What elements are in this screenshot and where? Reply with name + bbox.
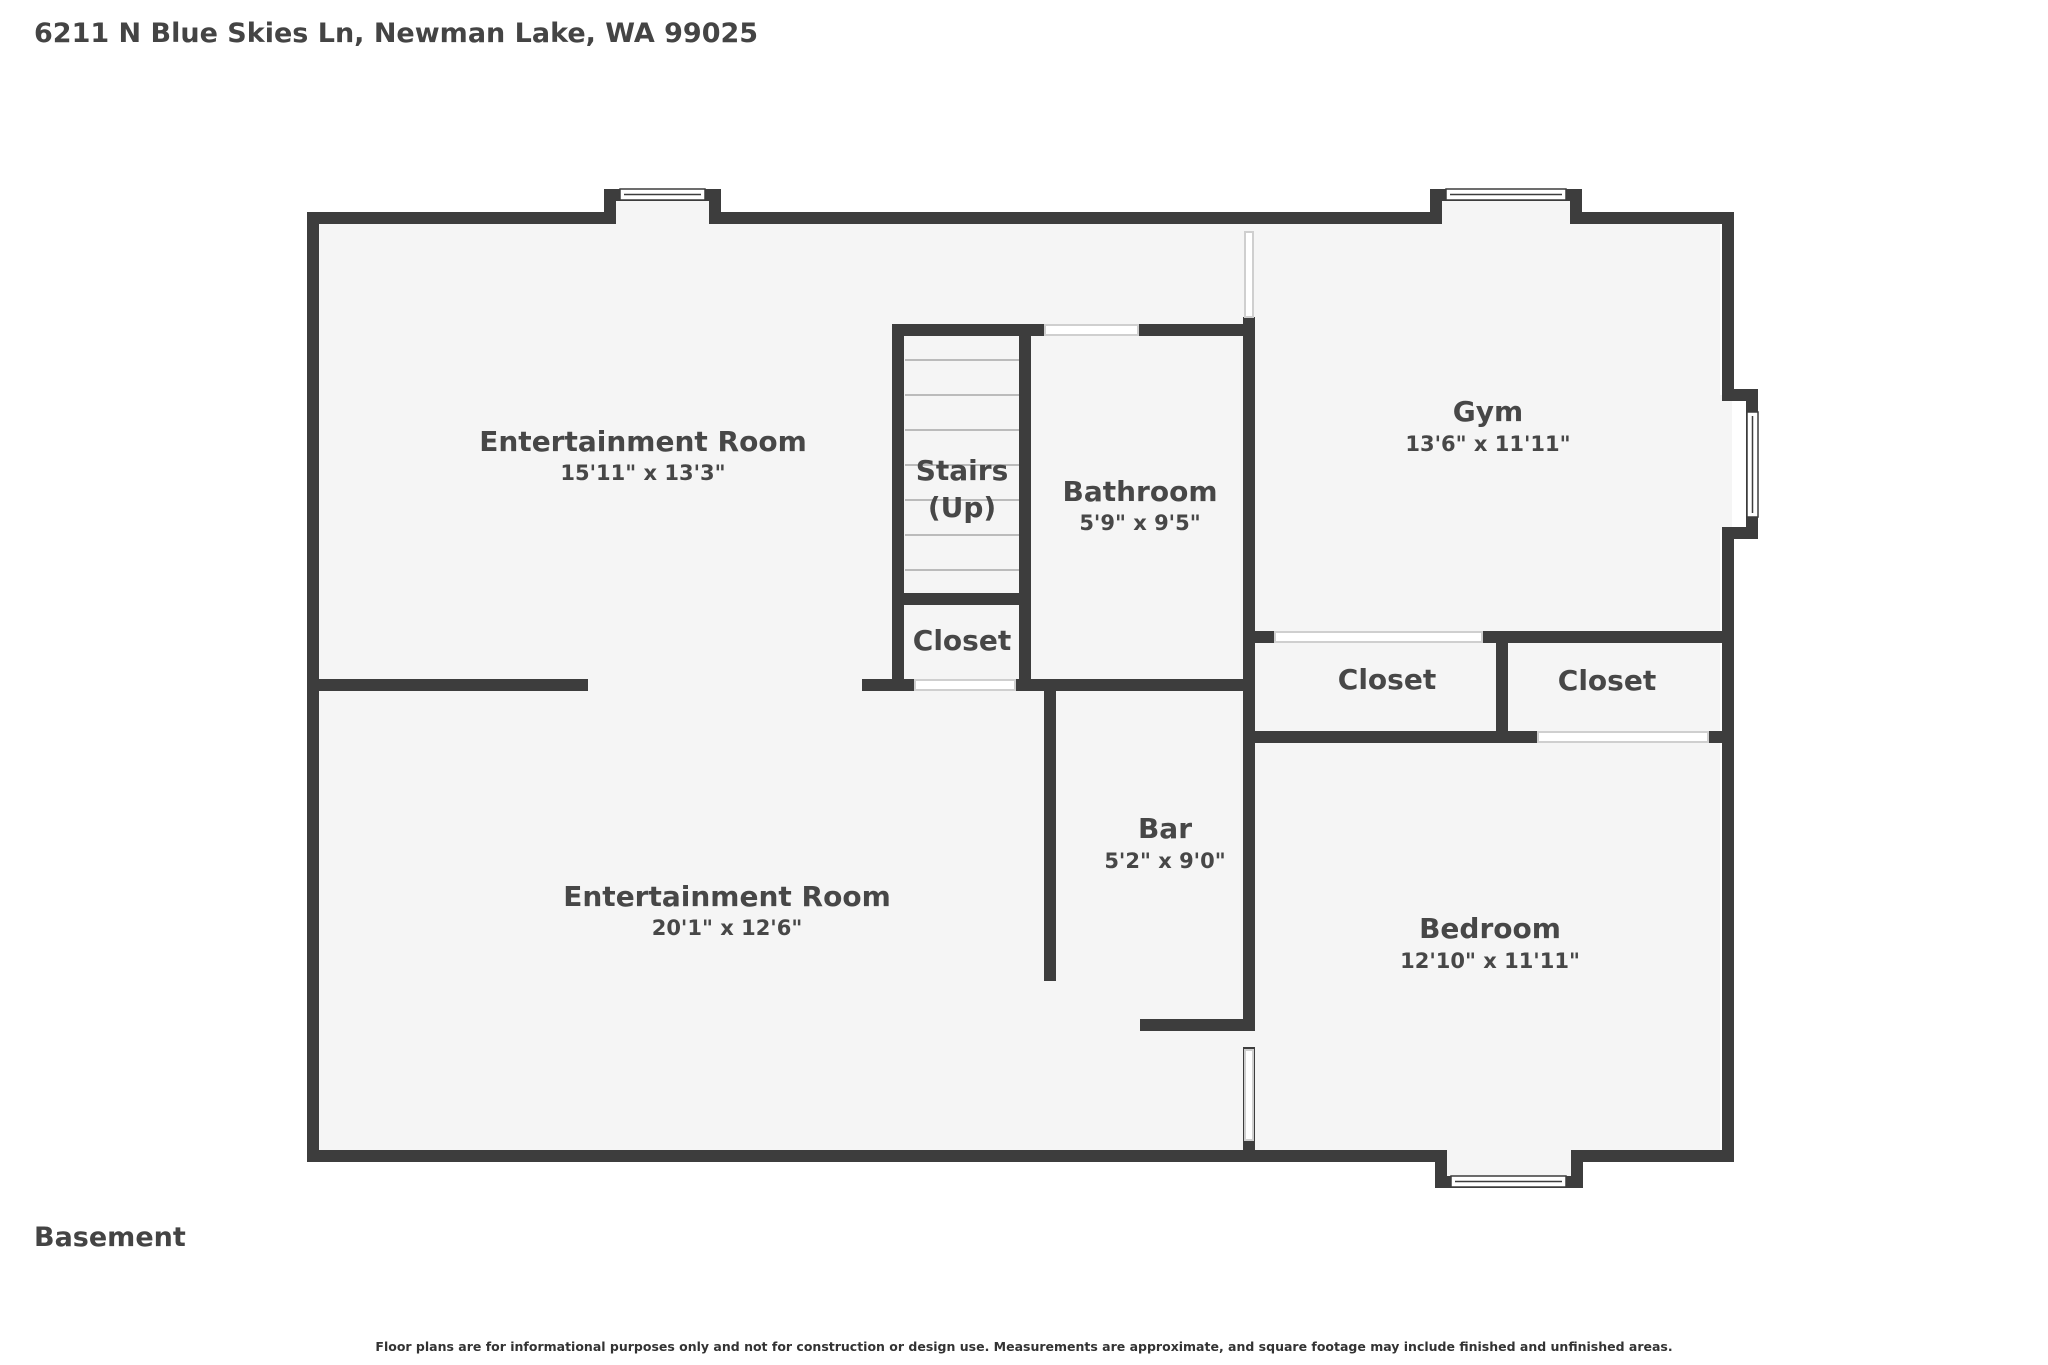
room-bathroom: Bathroom 5'9" x 9'5" (1062, 475, 1217, 535)
room-bar: Bar 5'2" x 9'0" (1104, 812, 1225, 873)
room-name: Bedroom (1419, 912, 1561, 945)
room-bedroom: Bedroom 12'10" x 11'11" (1400, 912, 1580, 973)
window-gym-right (1746, 411, 1759, 518)
room-name: Bar (1138, 812, 1192, 845)
room-name: Bathroom (1062, 475, 1217, 508)
room-dimensions: 5'9" x 9'5" (1079, 511, 1200, 535)
room-name: (Up) (928, 491, 996, 524)
room-entertainment-lower: Entertainment Room 20'1" x 12'6" (563, 880, 891, 940)
room-dimensions: 5'2" x 9'0" (1104, 849, 1225, 873)
room-entertainment-upper: Entertainment Room 15'11" x 13'3" (479, 425, 807, 485)
window-bedroom-bottom (1450, 1175, 1567, 1188)
window-gym-top (1445, 188, 1567, 201)
room-name: Closet (1338, 663, 1436, 696)
room-closet-right: Closet (1558, 664, 1656, 697)
room-name: Closet (1558, 664, 1656, 697)
floor-level-label: Basement (34, 1222, 186, 1253)
room-name: Closet (913, 624, 1011, 657)
room-name: Entertainment Room (479, 425, 807, 458)
room-closet-stairs: Closet (913, 624, 1011, 657)
room-name: Entertainment Room (563, 880, 891, 913)
room-name: Gym (1453, 395, 1523, 428)
room-name: Stairs (916, 454, 1009, 487)
room-dimensions: 12'10" x 11'11" (1400, 949, 1580, 973)
property-address: 6211 N Blue Skies Ln, Newman Lake, WA 99… (34, 18, 759, 49)
room-dimensions: 15'11" x 13'3" (560, 461, 725, 485)
room-closet-left: Closet (1338, 663, 1436, 696)
room-dimensions: 13'6" x 11'11" (1405, 432, 1570, 456)
windows (619, 188, 1759, 1188)
stair-treads (905, 359, 1019, 571)
disclaimer-text: Floor plans are for informational purpos… (375, 1339, 1673, 1354)
room-gym: Gym 13'6" x 11'11" (1405, 395, 1570, 456)
room-stairs: Stairs (Up) (916, 454, 1009, 524)
room-dimensions: 20'1" x 12'6" (652, 916, 803, 940)
window-entertainment-top (619, 188, 706, 201)
door-openings (914, 231, 1709, 1141)
